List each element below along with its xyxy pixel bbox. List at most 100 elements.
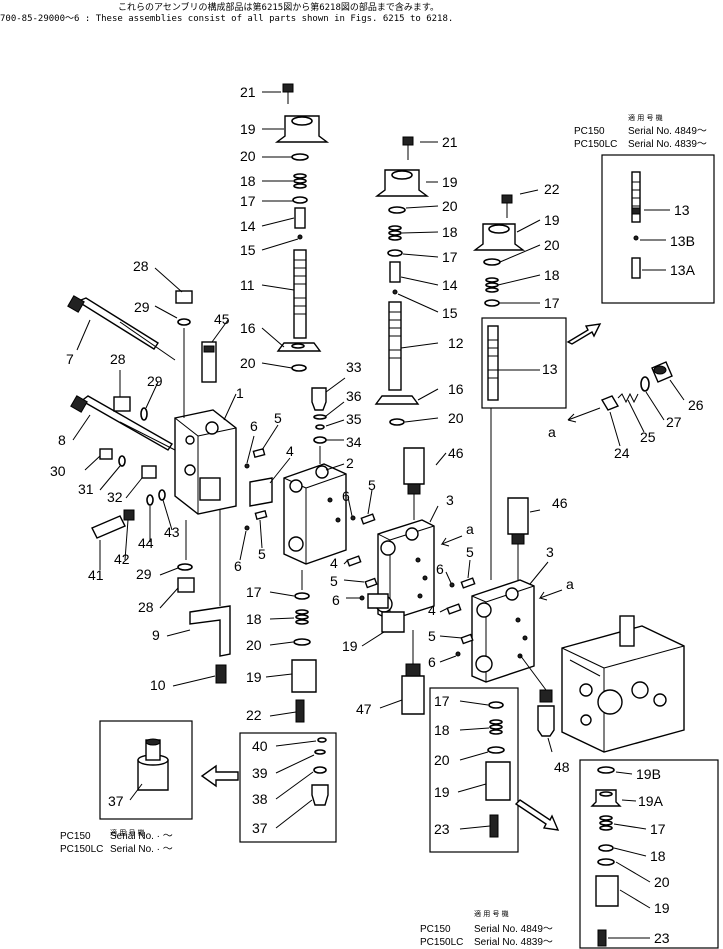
label: 37 [252,820,268,836]
label: 35 [346,411,362,427]
serial-note-bottom-left: 適 用 号 機 PC150 Serial No. · ～ PC150LC Ser… [60,828,173,855]
label: 20 [442,198,458,214]
plug-assembly-24-27 [567,361,685,447]
label: 14 [442,277,458,293]
end-cover-1 [67,267,237,687]
label: 20 [240,148,256,164]
header-japanese: これらのアセンブリの構成部品は第6215図から第6218図の部品まで含みます。 [118,3,439,13]
gasket-set-left [239,424,291,561]
label: 48 [554,759,570,775]
label: 3 [546,544,554,560]
label: 27 [666,414,682,430]
label: 5 [258,546,266,562]
label: 24 [614,445,630,461]
label: 43 [164,524,180,540]
label: 5 [330,573,338,589]
label: 1 [236,385,244,401]
label: 20 [544,237,560,253]
label: 4 [286,443,294,459]
label: 17 [246,584,262,600]
spool-11 [293,249,307,339]
plate-16 [276,342,322,352]
label: 5 [428,628,436,644]
label: 12 [448,335,464,351]
label: 18 [240,173,256,189]
arrow-to-detail-37 [200,764,239,788]
svg-text:PC150LC: PC150LC [420,937,463,948]
svg-text:PC150: PC150 [574,126,605,137]
label: 42 [114,551,130,567]
label: 7 [66,351,74,367]
label: 18 [650,848,666,864]
piston-14 [294,207,306,229]
label: 31 [78,481,94,497]
left-spool-stack [261,83,330,372]
label: 28 [110,351,126,367]
serial-note-top-right: 適 用 号 機 PC150 Serial No. 4849～ PC150LC S… [574,113,707,150]
label: 41 [88,567,104,583]
label: 39 [252,765,268,781]
label: 19 [434,784,450,800]
label: 19A [638,793,664,809]
label: 6 [342,488,350,504]
assembled-valve-view [561,615,685,753]
label: 3 [446,492,454,508]
detail-box-37-left [99,720,239,820]
label: 19 [246,669,262,685]
fitting-41 [91,515,126,539]
label: 4 [330,555,338,571]
label: 19B [636,766,661,782]
label: 5 [274,410,282,426]
label: 28 [138,599,154,615]
label: 21 [240,84,256,100]
svg-text:Serial No. 4849～: Serial No. 4849～ [474,924,553,935]
label: 26 [688,397,704,413]
label: 4 [428,602,436,618]
label: 17 [240,193,256,209]
detail-box-17-23 [429,687,560,853]
plug-28-top [175,290,193,304]
svg-text:PC150LC: PC150LC [574,139,617,150]
label: 33 [346,359,362,375]
cap-19-lower [291,659,317,693]
plug-33 [311,387,327,411]
label: 5 [466,544,474,560]
svg-text:Serial No. 4849～: Serial No. 4849～ [628,126,707,137]
label: 5 [368,477,376,493]
svg-text:適 用 号 機: 適 用 号 機 [474,909,509,918]
label: 20 [654,874,670,890]
label: a [566,576,574,592]
label: 19 [240,121,256,137]
label: 2 [346,455,354,471]
label: 23 [654,930,670,946]
label: 17 [650,821,666,837]
arrow-to-detail-13 [566,323,602,345]
svg-text:PC150LC: PC150LC [60,844,103,855]
svg-text:Serial No. 4839～: Serial No. 4839～ [628,139,707,150]
header-assembly-note: 700-85-29000～6 : These assemblies consis… [0,14,454,24]
label: 6 [428,654,436,670]
detail-box-37-40 [239,732,337,843]
label: 47 [356,701,372,717]
label: 29 [136,566,152,582]
label: 46 [448,445,464,461]
label: 20 [240,355,256,371]
label: 14 [240,218,256,234]
label: 13A [670,262,696,278]
label: 17 [442,249,458,265]
label: 32 [107,489,123,505]
label: 46 [552,495,568,511]
valve-block-3-first [343,447,476,715]
label: 6 [250,418,258,434]
label: 16 [240,320,256,336]
label: 25 [640,429,656,445]
detail-box-19AB [579,759,719,949]
label: 34 [346,434,362,450]
label: 19 [544,212,560,228]
svg-text:Serial No. · ～: Serial No. · ～ [110,831,173,842]
label: 18 [442,224,458,240]
label: 40 [252,738,268,754]
svg-text:PC150: PC150 [60,831,91,842]
label: 29 [134,299,150,315]
